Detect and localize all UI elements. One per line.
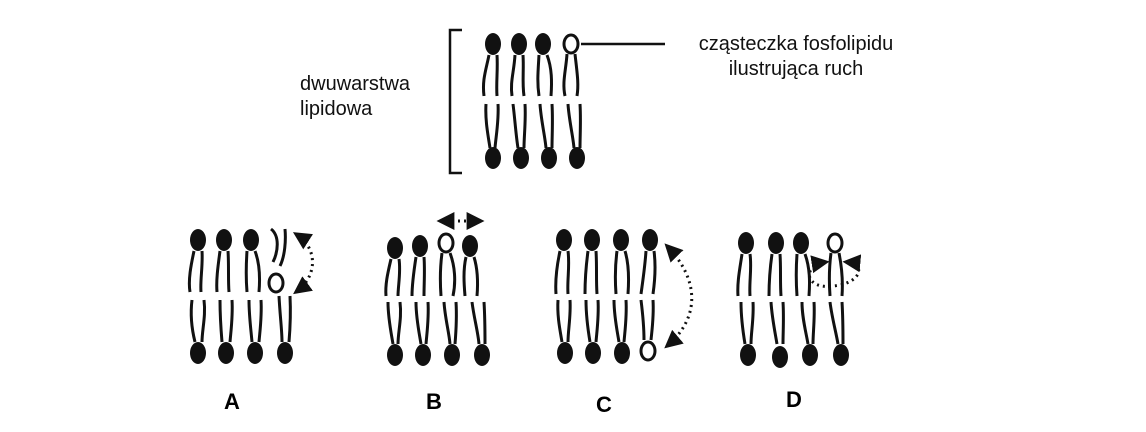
panel-b-letter: B — [426, 389, 442, 414]
panel-b-open-head — [437, 232, 455, 254]
bilayer-label: dwuwarstwa lipidowa — [300, 72, 410, 122]
upper-leaflet — [482, 33, 580, 97]
panel-d-letter: D — [786, 387, 802, 412]
panel-a-open-head — [267, 272, 285, 294]
panel-b-diagram — [384, 212, 490, 366]
lower-leaflet — [484, 103, 585, 169]
panel-c-motion-arrow — [664, 243, 694, 349]
bilayer-label-line2: lipidowa — [300, 98, 373, 120]
reference-bilayer — [448, 28, 665, 175]
panel-a-letter: A — [224, 389, 240, 414]
molecule-label-line1: cząsteczka fosfolipidu — [698, 33, 894, 55]
molecule-label-line2: ilustrująca ruch — [728, 58, 864, 80]
panel-d-motion-arrow — [807, 254, 862, 288]
panel-c-diagram — [554, 229, 694, 364]
panel-a-motion-arrow — [292, 232, 314, 295]
highlight-molecule-head — [562, 33, 580, 55]
molecule-label: cząsteczka fosfolipidu ilustrująca ruch — [676, 32, 916, 82]
bilayer-label-line1: dwuwarstwa — [300, 73, 411, 95]
panel-d-diagram — [736, 232, 862, 368]
panel-a-diagram — [187, 227, 314, 364]
panel-d-open-head — [826, 232, 844, 254]
panel-c-open-head — [639, 340, 657, 362]
panel-c-letter: C — [596, 392, 612, 417]
bilayer-bracket — [448, 28, 462, 175]
